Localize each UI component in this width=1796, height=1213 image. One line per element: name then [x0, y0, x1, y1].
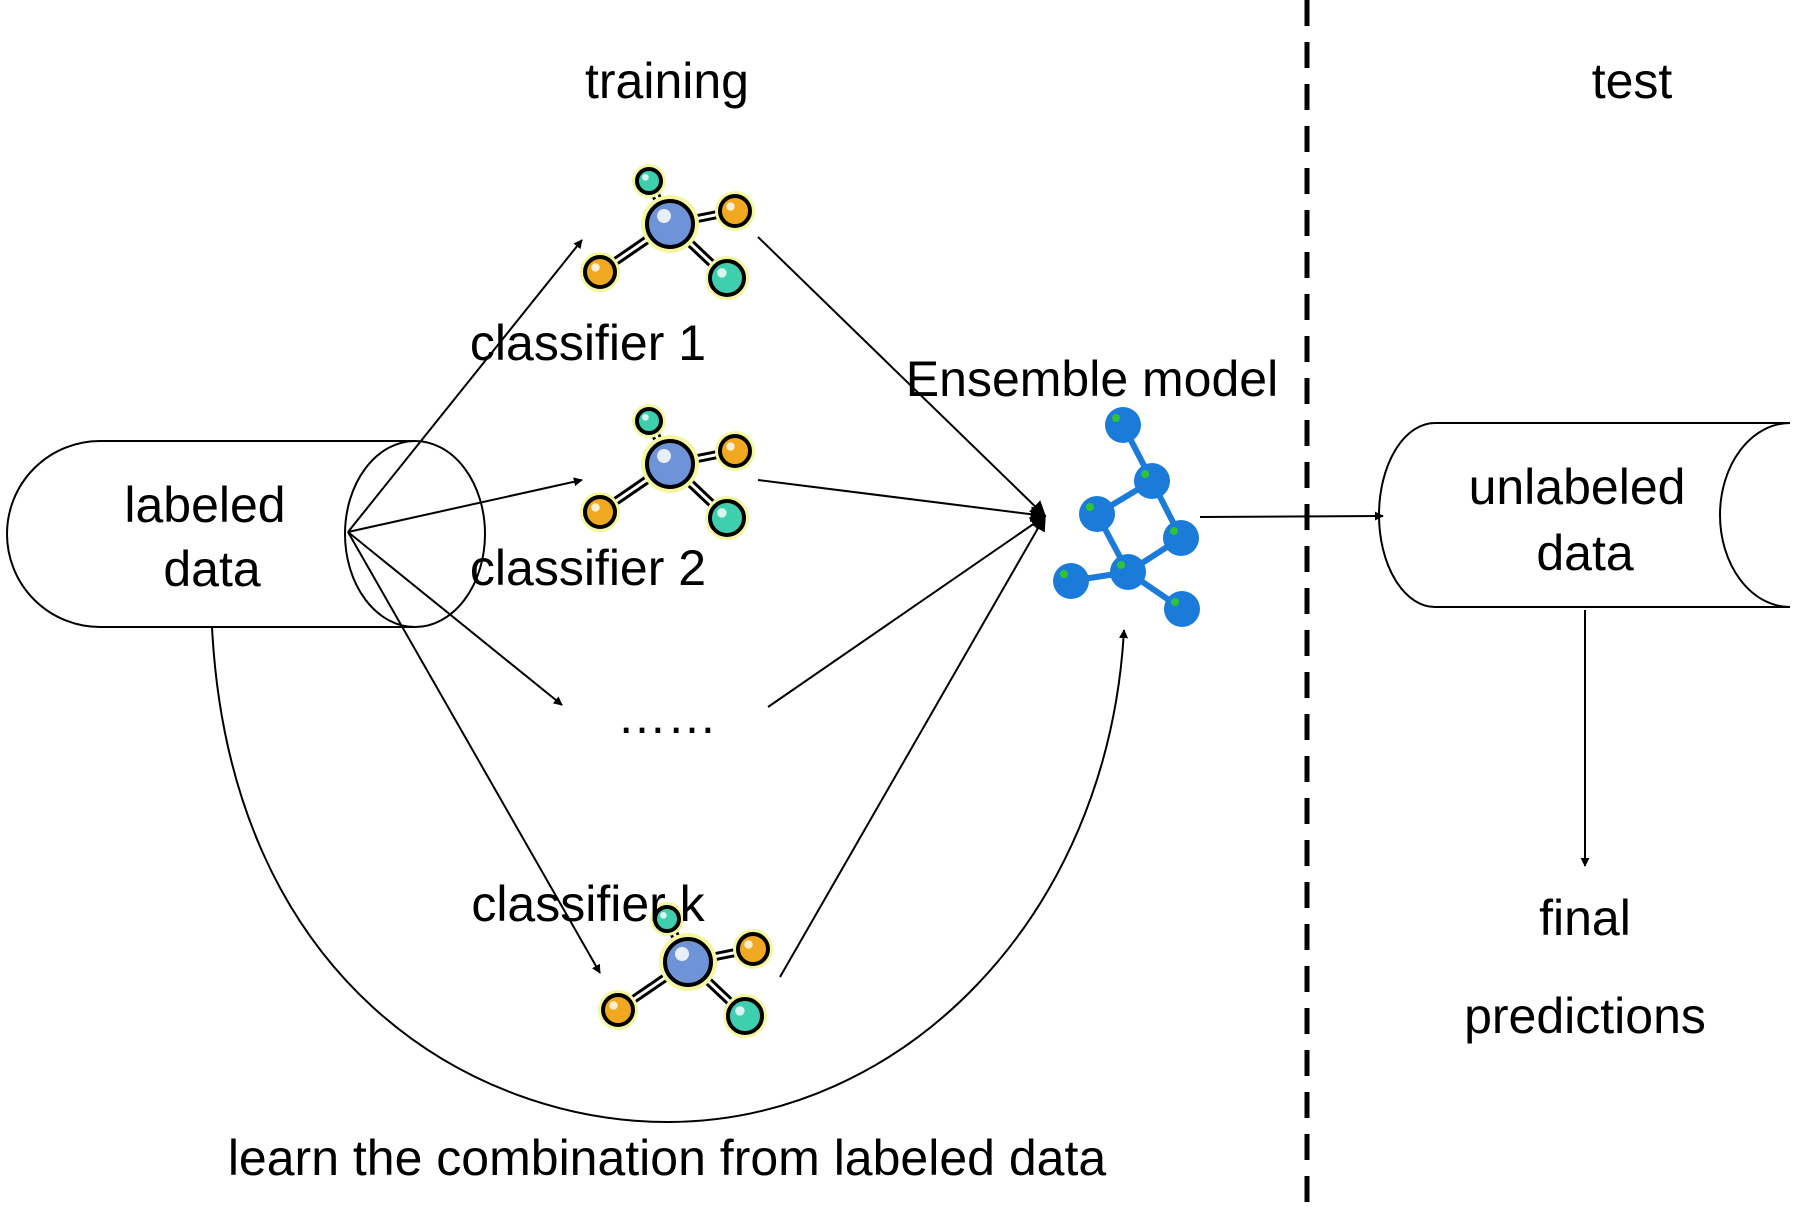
atom-shine — [609, 1001, 618, 1010]
center-atom-shine — [657, 449, 671, 463]
classifier-1-label: classifier 1 — [470, 315, 706, 371]
network-node — [1134, 463, 1170, 499]
orange-atom — [601, 993, 635, 1027]
teal-atom — [635, 167, 663, 195]
training-arrows — [347, 239, 601, 974]
network-node-dot — [1141, 470, 1149, 478]
teal-atom — [726, 997, 764, 1035]
final-predictions-line1: final — [1539, 890, 1631, 946]
arrow-classifier-k-to-ensemble — [779, 514, 1046, 978]
teal-atom — [635, 407, 663, 435]
orange-atom — [736, 932, 770, 966]
orange-atom — [583, 255, 617, 289]
unlabeled-data-cylinder: unlabeled data — [1378, 422, 1791, 608]
training-section-title: training — [585, 53, 749, 109]
classifier-1-molecule-icon — [580, 164, 755, 300]
network-node-dot — [1086, 503, 1094, 511]
arrow-classifier-1-to-ensemble — [757, 236, 1047, 518]
teal-atom — [708, 259, 746, 297]
combination-curve-arrow — [211, 626, 1129, 1124]
network-node — [1164, 591, 1200, 627]
ensemble-arrows — [757, 236, 1047, 978]
teal-atom — [708, 499, 746, 537]
atom-shine — [735, 1006, 745, 1016]
network-node — [1079, 496, 1115, 532]
labeled-data-label-line1: labeled — [124, 477, 285, 533]
network-node-dot — [1117, 561, 1125, 569]
ensemble-model-network-icon — [1053, 407, 1200, 627]
atom-shine — [642, 414, 649, 421]
atom-shine — [726, 442, 735, 451]
network-node-dot — [1060, 570, 1068, 578]
arrow-to-dots — [347, 531, 563, 706]
classifier-k-molecule-icon — [598, 902, 773, 1038]
arrow-to-classifier-1 — [347, 239, 583, 533]
network-node-dot — [1170, 527, 1178, 535]
arrow-to-classifier-2 — [347, 477, 583, 533]
arrow-classifier-2-to-ensemble — [757, 479, 1047, 523]
network-node — [1053, 563, 1089, 599]
network-node — [1110, 554, 1146, 590]
teal-atom — [653, 905, 681, 933]
atom-shine — [717, 268, 727, 278]
labeled-data-label-line2: data — [163, 541, 261, 597]
classifier-k-label: classifier k — [471, 876, 705, 932]
unlabeled-data-label-line2: data — [1536, 525, 1634, 581]
classifier-2-label: classifier 2 — [470, 540, 706, 596]
ensemble-model-label: Ensemble model — [906, 351, 1278, 407]
atom-shine — [642, 174, 649, 181]
network-node-dot — [1171, 598, 1179, 606]
center-atom-shine — [675, 947, 689, 961]
labeled-data-cylinder: labeled data — [6, 440, 486, 628]
arrow-ensemble-to-unlabeled — [1199, 511, 1384, 521]
network-node — [1105, 407, 1141, 443]
final-predictions-line2: predictions — [1464, 988, 1706, 1044]
atom-shine — [660, 912, 667, 919]
arrow-to-classifier-k — [347, 531, 601, 974]
classifier-dots-label: …… — [617, 688, 717, 744]
atom-shine — [726, 202, 735, 211]
combination-caption: learn the combination from labeled data — [228, 1130, 1107, 1186]
atom-shine — [591, 263, 600, 272]
atom-shine — [591, 503, 600, 512]
center-atom — [663, 937, 713, 987]
center-atom — [645, 199, 695, 249]
atom-shine — [717, 508, 727, 518]
arrow-dots-to-ensemble — [767, 515, 1047, 708]
orange-atom — [718, 434, 752, 468]
orange-atom — [583, 495, 617, 529]
atom-shine — [744, 940, 753, 949]
center-atom-shine — [657, 209, 671, 223]
network-node-dot — [1112, 414, 1120, 422]
unlabeled-data-label-line1: unlabeled — [1469, 459, 1686, 515]
classifier-2-molecule-icon — [580, 404, 755, 540]
center-atom — [645, 439, 695, 489]
network-node — [1163, 520, 1199, 556]
test-section-title: test — [1592, 53, 1673, 109]
orange-atom — [718, 194, 752, 228]
